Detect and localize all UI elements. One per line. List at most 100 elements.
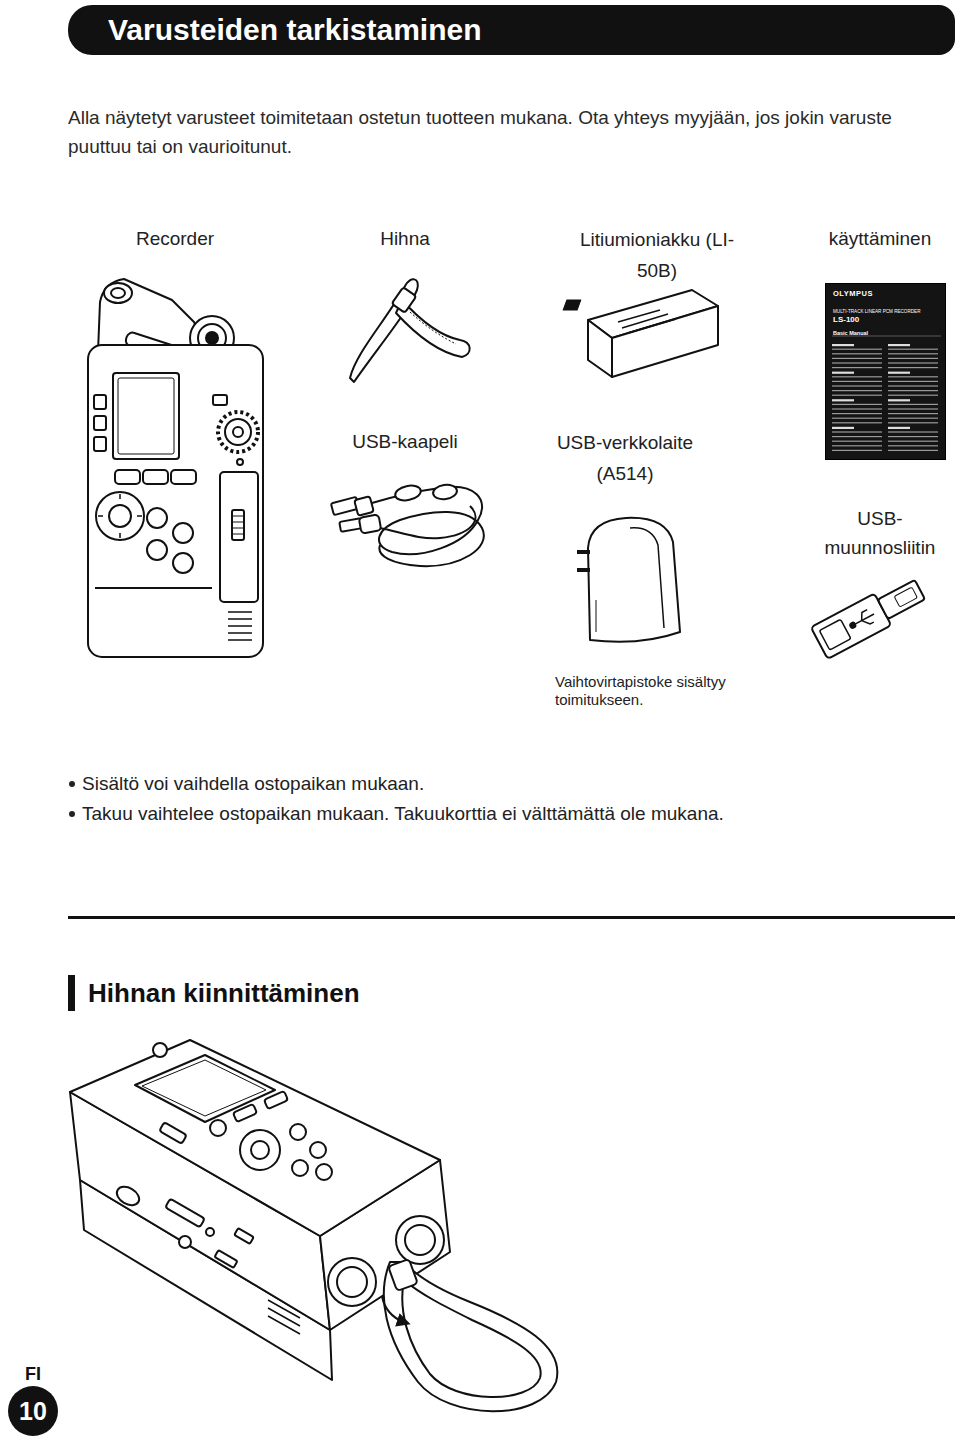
manual-text-lines [832,404,882,405]
recorder-strap-drawing [316,1164,332,1180]
item-label: Litiumioniakku (LI-50B) [572,224,742,286]
recorder-drawing [225,419,251,445]
manual-text-lines [888,399,910,401]
usb-adapter-drawing [577,552,590,570]
bullet-note: Takuu vaihtelee ostopaikan mukaan. Takuu… [82,800,942,828]
usb-cable-drawing [379,487,484,566]
manual-text-lines [832,441,882,442]
manual-text-lines [832,349,882,350]
usb-converter-drawing [894,587,917,607]
brand-name: OLYMPUS [833,290,938,299]
strap-drawing [350,279,470,382]
usb-adapter-drawing [630,528,664,628]
manual-title: Basic Manual [833,330,938,336]
usb-converter-drawing [849,622,856,629]
usb-adapter-drawing [596,600,597,632]
recorder-drawing [233,427,243,437]
bullet-dot [69,811,75,817]
recorder-drawing [147,540,167,560]
recorder-drawing [232,510,244,540]
recorder-drawing [171,470,196,484]
usb-converter-drawing [819,619,851,650]
recorder-strap-drawing [159,1122,187,1144]
manual-text-lines [888,353,938,354]
language-code: FI [25,1364,41,1384]
manual-text-lines [888,344,938,451]
manual-text-lines [832,436,882,437]
manual-text-lines [888,344,910,346]
recorder-strap-drawing [70,1040,440,1236]
manual-text-lines [888,349,938,350]
usb-cable-drawing [331,483,484,566]
usb-cable-drawing [380,506,475,538]
manual-text-lines [832,367,882,368]
recorder-strap-drawing [382,1296,404,1322]
recorder-drawing [95,587,212,589]
manual-text-lines [832,362,882,363]
recorder-strap-drawing [292,1160,308,1176]
manual-text-lines [888,408,938,409]
manual-text-lines [888,367,938,368]
intro-text: Alla näytetyt varusteet toimitetaan oste… [68,103,928,161]
manual-text-lines [832,431,882,432]
manual-text-lines [888,413,938,414]
manual-text-lines [832,381,882,382]
manual-text-lines [832,413,882,414]
recorder-drawing [109,505,131,527]
recorder-drawing [173,523,193,543]
recorder-strap-drawing [114,1183,143,1209]
manual-text-lines [832,372,854,374]
recorder-drawing [237,459,243,465]
recorder-strap-drawing [214,1250,237,1268]
recorder-drawing [111,288,125,298]
title-band: Varusteiden tarkistaminen [68,5,955,55]
recorder-strap-drawing [264,1091,288,1109]
manual-text-lines [888,372,910,374]
recorder-drawing [98,494,142,538]
manual-text-lines [888,418,938,419]
recorder-drawing [115,470,140,484]
recorder-drawing [88,345,263,657]
recorder-drawing [213,395,227,405]
recorder-strap-drawing [396,1216,444,1264]
recorder-drawing [104,283,132,303]
manual-text-lines [832,358,882,359]
recorder-drawing [220,472,258,602]
manual-text-lines [888,362,938,363]
section-heading: Hihnan kiinnittäminen [88,975,688,1011]
recorder-strap-drawing [268,1300,300,1334]
recorder-drawing [233,516,243,534]
manual-title: MULTI-TRACK LINEAR PCM RECORDER [833,309,938,314]
recorder-drawing [173,553,193,573]
page-number: 10 [8,1386,58,1436]
manual-text-lines [888,376,938,377]
usb-converter-drawing [811,574,929,659]
manual-text-lines [832,395,882,396]
usb-cable-drawing [359,514,381,533]
item-label: USB- muunnosliitin [815,504,945,562]
manual-text-lines [832,399,854,401]
recorder-strap-drawing [233,1104,257,1122]
usb-cable-drawing [432,483,458,500]
manual-sheet: OLYMPUS MULTI-TRACK LINEAR PCM RECORDERLS… [825,283,946,460]
recorder-strap-drawing [206,1228,214,1236]
bullet-note: Sisältö voi vaihdella ostopaikan mukaan. [82,770,942,798]
recorder-drawing [218,412,258,452]
manual-text-lines [888,395,938,396]
recorder-strap-drawing [210,1120,226,1136]
manual-text-lines [888,358,938,359]
strap-drawing [350,279,418,382]
recorder-strap-drawing [240,1130,280,1170]
manual-text-lines [832,422,882,423]
heading-bar [68,975,75,1011]
recorder-strap-drawing [337,1267,367,1297]
strap-drawing [410,312,456,344]
manual-title: LS-100 [833,315,938,324]
recorder-drawing [96,492,144,540]
recorder-strap-drawing [310,1142,326,1158]
bullet-dot [69,781,75,787]
manual-text-lines [832,353,882,354]
battery-drawing [563,300,581,310]
manual-text-lines [832,408,882,409]
